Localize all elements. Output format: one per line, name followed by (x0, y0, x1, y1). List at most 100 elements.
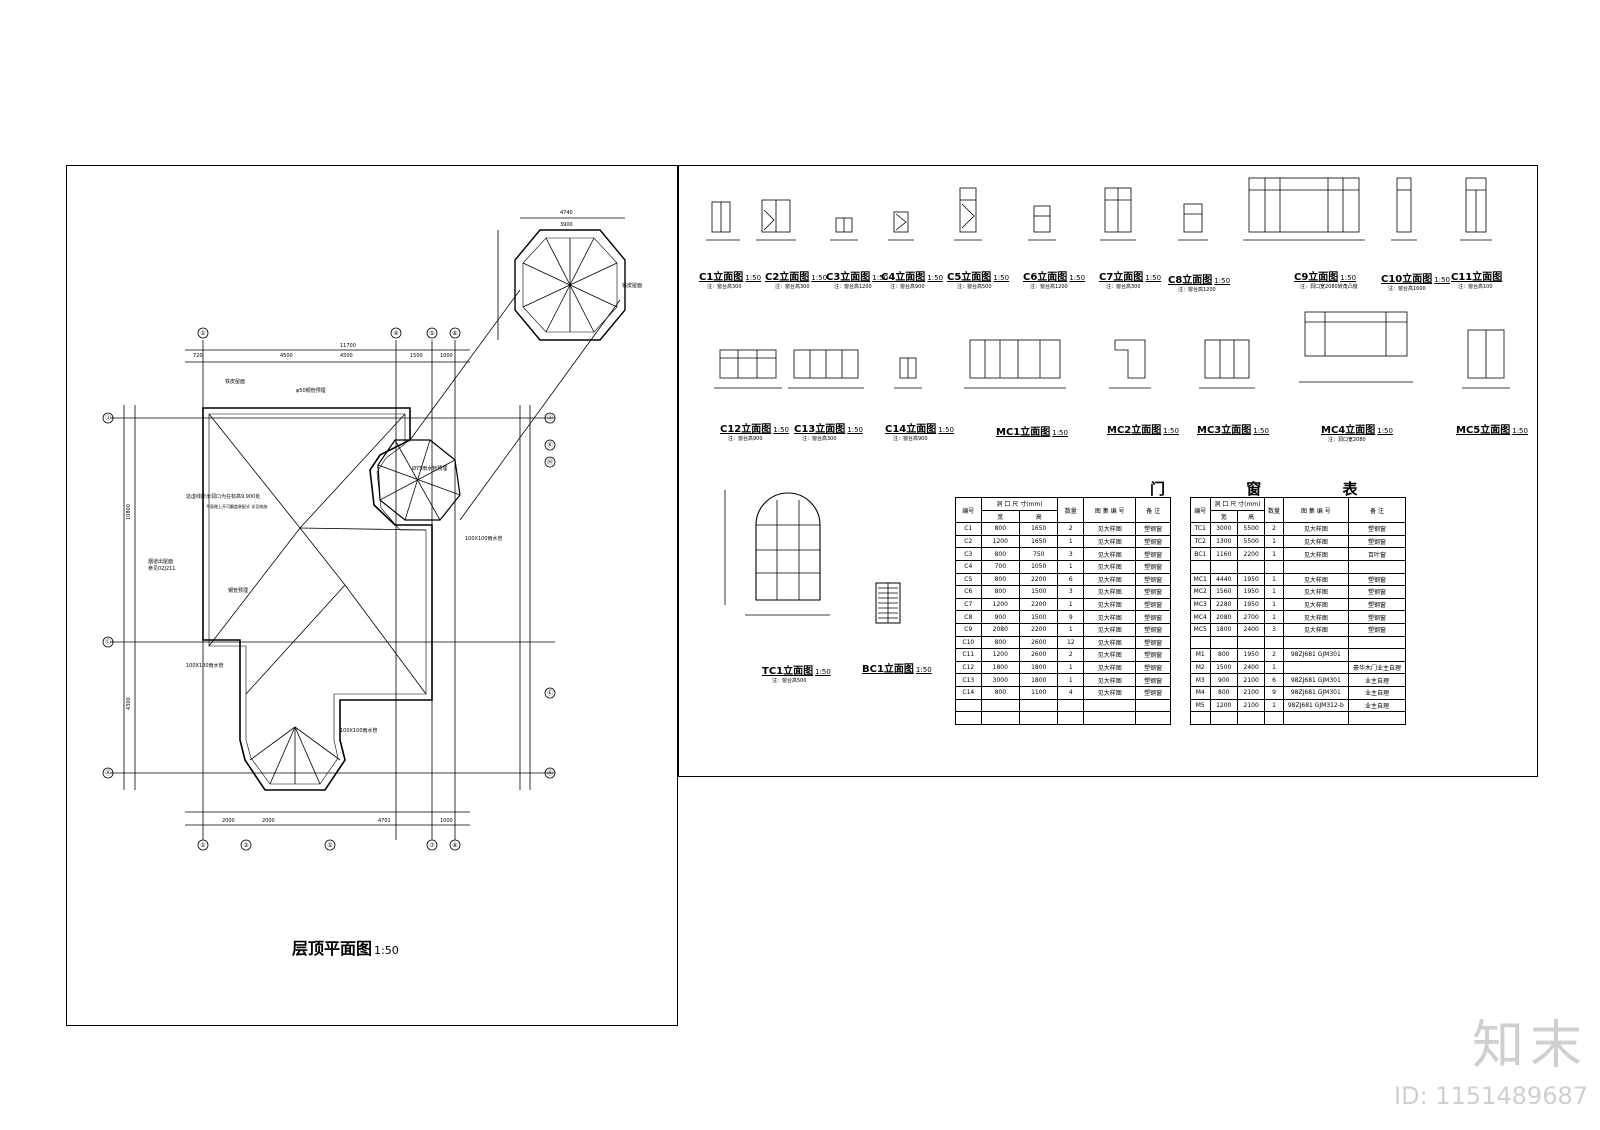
table-cell (1135, 698, 1171, 713)
table-cell: 1160 (1209, 547, 1238, 561)
col-header: 洞 口 尺 寸(mm) (980, 497, 1059, 511)
detail-dim: 3900 (560, 222, 573, 228)
table-cell (980, 698, 1021, 713)
table-row (1190, 559, 1406, 574)
axis-label: ⑧ (452, 842, 457, 849)
table-row (955, 698, 1171, 713)
table-cell: 2100 (1236, 673, 1266, 687)
table-cell: 塑钢窗 (1135, 635, 1171, 650)
table-cell: 见大样图 (1083, 648, 1137, 662)
table-cell: 1800 (980, 660, 1021, 675)
table-cell: 塑钢窗 (1135, 559, 1171, 574)
table-cell: 1950 (1236, 597, 1266, 612)
table-cell: 1950 (1236, 648, 1266, 662)
table-cell: 1 (1057, 673, 1085, 687)
table-cell: 塑钢窗 (1135, 534, 1171, 549)
elevation-note: 注：窗台高300 (802, 436, 837, 442)
table-cell (1019, 698, 1059, 713)
table-cell (1019, 711, 1059, 725)
table-cell: 业主自理 (1348, 698, 1406, 713)
table-cell: 1650 (1019, 534, 1059, 549)
table-row (1190, 711, 1406, 725)
table-cell: 2400 (1236, 622, 1266, 637)
schedule-frame (678, 165, 1538, 777)
annotation: 参见02J211 (148, 565, 175, 572)
axis-label: Ⓔ (547, 689, 553, 697)
table-cell: C5 (955, 572, 982, 587)
table-cell: 800 (980, 585, 1021, 599)
table-cell: 1 (1057, 660, 1085, 675)
table-cell (1135, 711, 1171, 725)
elevation-note: 注：窗台高300 (1106, 284, 1141, 290)
table-cell: 见大样图 (1282, 572, 1350, 587)
plan-dim-bottom: 2000 (222, 818, 235, 824)
col-subheader: 宽 (980, 509, 1021, 524)
col-header: 数量 (1264, 496, 1284, 524)
plan-dim-top: 1000 (440, 353, 453, 359)
axis-label: Ⓙ (105, 414, 111, 422)
table-cell (1057, 698, 1085, 713)
table-cell: 1 (1057, 622, 1085, 637)
table-cell: 3 (1057, 585, 1085, 599)
table-cell: 98ZJ681 GJM301 (1282, 648, 1350, 662)
table-cell: 1560 (1209, 585, 1238, 599)
axis-label: Ⓐ (105, 769, 111, 777)
col-header: 数量 (1057, 496, 1085, 524)
table-cell: 见大样图 (1083, 610, 1137, 624)
table-cell: 12 (1057, 635, 1085, 650)
axis-label: Ⓗ (547, 458, 553, 466)
table-cell: 1950 (1236, 572, 1266, 587)
table-cell: 塑钢窗 (1348, 522, 1406, 536)
table-cell: 塑钢窗 (1135, 660, 1171, 675)
annotation: 钢管预埋 (228, 587, 248, 594)
table-cell: 98ZJ681 GJM312-b (1282, 698, 1350, 713)
table-cell: 1 (1057, 534, 1085, 549)
table-cell (1057, 711, 1085, 725)
axis-label: ④ (393, 330, 398, 337)
table-cell: 800 (980, 635, 1021, 650)
col-subheader: 高 (1019, 509, 1059, 524)
table-cell (1190, 711, 1211, 725)
table-cell: 1500 (1019, 610, 1059, 624)
axis-label: ⑥ (452, 330, 457, 337)
table-cell: MC4 (1190, 610, 1211, 624)
table-cell: 1650 (1019, 522, 1059, 536)
table-cell (1190, 559, 1211, 574)
table-cell: MC1 (1190, 572, 1211, 587)
table-cell: C9 (955, 622, 982, 637)
col-subheader: 宽 (1209, 509, 1238, 524)
table-cell (1282, 635, 1350, 650)
table-cell: 800 (980, 547, 1021, 561)
axis-label: ③ (243, 842, 248, 849)
table-cell: 塑钢窗 (1348, 622, 1406, 637)
table-cell: 1500 (1209, 660, 1238, 675)
table-cell (955, 711, 982, 725)
table-cell: 见大样图 (1083, 547, 1137, 561)
elevation-note: 注：洞口宽2080转角凸窗 (1300, 284, 1358, 290)
plan-dim-bottom: 2000 (262, 818, 275, 824)
table-cell: 见大样图 (1282, 597, 1350, 612)
elevation-note: 注：窗台高300 (707, 284, 742, 290)
table-cell: 塑钢窗 (1135, 597, 1171, 612)
